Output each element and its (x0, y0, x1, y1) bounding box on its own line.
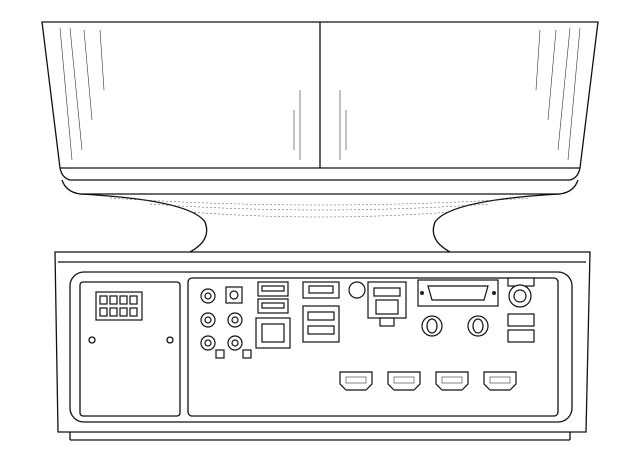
usb-and-ethernet-ports (255, 281, 407, 349)
upper-bowl (41, 21, 599, 195)
serial-and-round-connectors (417, 277, 535, 343)
hdmi-ports (339, 371, 517, 391)
left-cover-panel (79, 281, 181, 417)
audio-jacks (200, 286, 252, 359)
neck (79, 193, 561, 253)
base-housing (54, 251, 591, 441)
